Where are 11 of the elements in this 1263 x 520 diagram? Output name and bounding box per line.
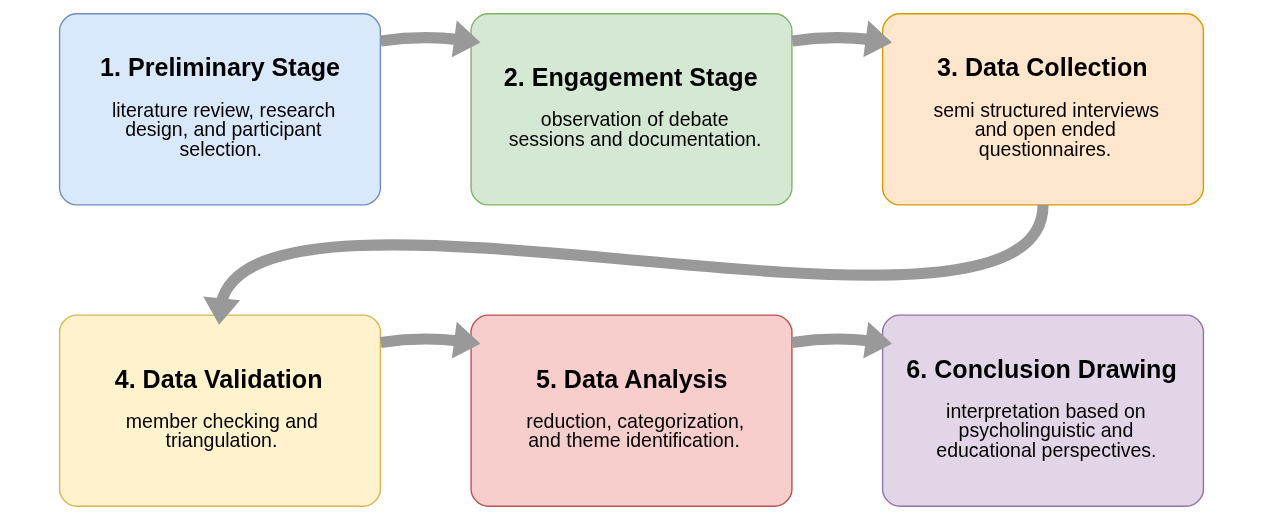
node-box: 2. Engagement Stage observation of debate sessions and documentation. bbox=[470, 13, 793, 206]
node-box: 1. Preliminary Stage literature review, research design, and participant selection. bbox=[58, 13, 382, 206]
arrow bbox=[791, 321, 892, 359]
node-box: 6. Conclusion Drawing interpretation based on psycholinguistic and educational perspectives. bbox=[881, 314, 1205, 507]
node-box: 4. Data Validation member checking and triangulation. bbox=[58, 314, 382, 507]
node-box: 5. Data Analysis reduction, categorization, and theme identification. bbox=[470, 314, 793, 507]
arrow bbox=[379, 20, 481, 58]
arrow bbox=[379, 321, 481, 359]
arrow bbox=[203, 202, 1049, 325]
arrow bbox=[791, 20, 892, 58]
node-box: 3. Data Collection semi structured interviews and open ended questionnaires. bbox=[881, 13, 1205, 206]
